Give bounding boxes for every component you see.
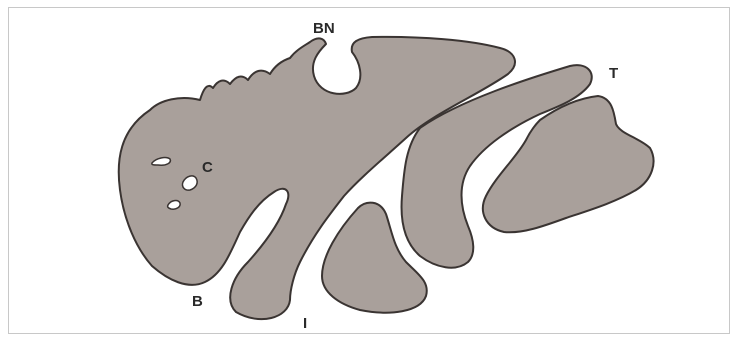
label-t: T [609, 65, 618, 82]
label-bn: BN [313, 20, 335, 37]
label-i: I [303, 315, 307, 332]
label-c: C [202, 159, 213, 176]
label-b: B [192, 293, 203, 310]
